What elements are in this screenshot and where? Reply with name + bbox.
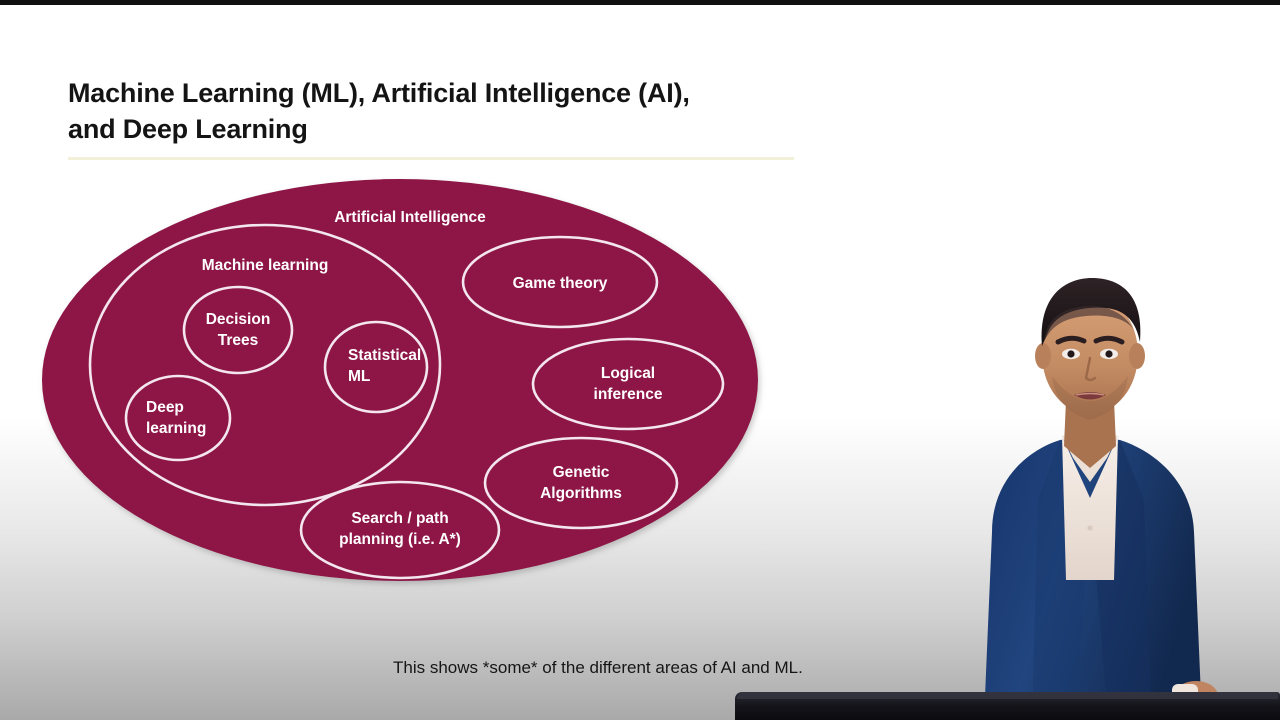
label-logical-inference-line1: Logical [601, 365, 655, 382]
presenter-nose [1084, 356, 1097, 382]
label-deep-learning: Deep learning [146, 399, 206, 437]
ellipse-deep-learning [124, 374, 232, 462]
presenter-hair [1041, 278, 1141, 346]
title-divider-rule [68, 157, 794, 160]
ellipse-machine-learning [88, 223, 442, 507]
label-search-path-planning-line1: Search / path [351, 510, 448, 527]
ear-left [1035, 343, 1051, 369]
presenter-eyebrows [1055, 335, 1125, 345]
label-artificial-intelligence: Artificial Intelligence [334, 209, 486, 226]
label-search-path-planning-line2: planning (i.e. A*) [339, 531, 461, 548]
ellipse-statistical-ml [323, 320, 429, 414]
label-genetic-algorithms-line1: Genetic [553, 464, 610, 481]
label-decision-trees-line1: Decision [206, 311, 271, 328]
ellipse-game-theory [461, 235, 659, 329]
top-letterbox-bar [0, 0, 1280, 5]
label-deep-learning-line1: Deep [146, 399, 184, 416]
label-search-path-planning: Search / path planning (i.e. A*) [339, 510, 461, 548]
label-deep-learning-line2: learning [146, 420, 206, 437]
slide-title: Machine Learning (ML), Artificial Intell… [68, 78, 690, 144]
label-logical-inference: Logical inference [594, 365, 663, 403]
ellipse-logical-inference [531, 337, 725, 431]
podium-top-lip [737, 692, 1278, 699]
presenter-mouth [1074, 392, 1106, 400]
ellipse-artificial-intelligence [42, 179, 758, 581]
ellipse-genetic-algorithms [483, 436, 679, 530]
presenter-eyes [1062, 348, 1118, 360]
presenter-head [1035, 294, 1145, 414]
shirt-button [1087, 525, 1093, 531]
label-game-theory: Game theory [513, 275, 608, 292]
ellipse-decision-trees [182, 285, 294, 375]
ai-ml-venn-diagram: Artificial Intelligence Machine learning… [0, 170, 800, 610]
presenter-video-overlay [900, 250, 1280, 720]
label-machine-learning: Machine learning [202, 257, 329, 274]
slide-caption: This shows *some* of the different areas… [393, 658, 803, 677]
label-genetic-algorithms-line2: Algorithms [540, 485, 622, 502]
presenter-neck [1064, 400, 1116, 468]
ellipse-search-path-planning [299, 480, 501, 580]
label-statistical-ml-line1: Statistical [348, 347, 421, 364]
label-decision-trees-line2: Trees [218, 332, 259, 349]
presenter-jaw-shading [1052, 376, 1128, 420]
label-logical-inference-line2: inference [594, 386, 663, 403]
label-statistical-ml-line2: ML [348, 368, 370, 385]
ear-right [1129, 343, 1145, 369]
